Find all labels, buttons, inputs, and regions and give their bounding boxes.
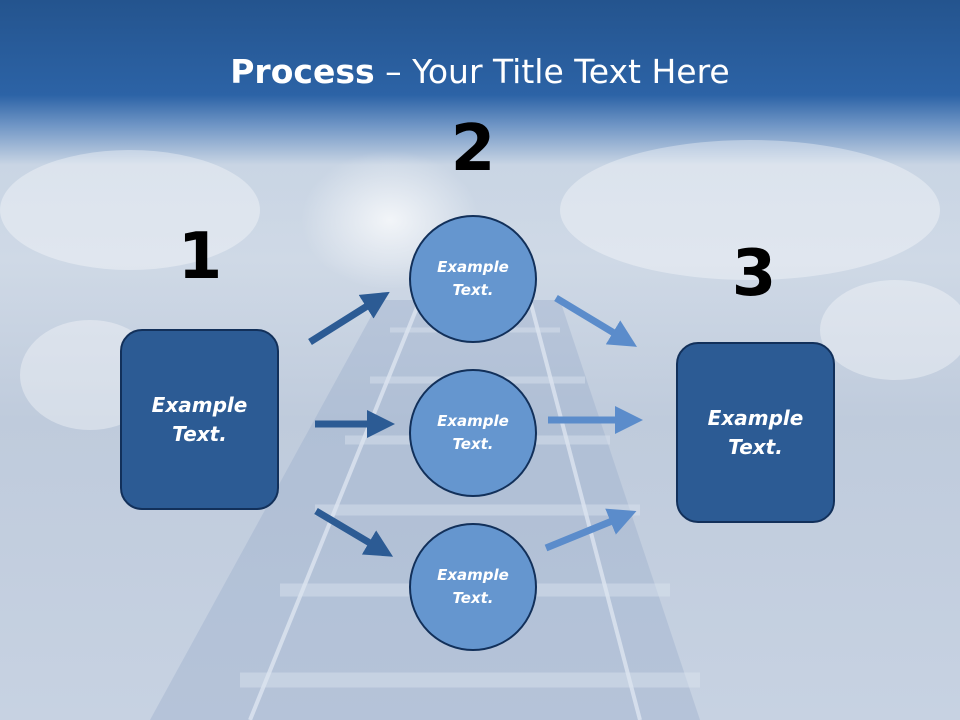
step-3-box[interactable]: Example Text. xyxy=(676,342,835,523)
arrow-top-to-3 xyxy=(554,295,637,347)
slide-title: Process – Your Title Text Here xyxy=(0,52,960,91)
arrow-bottom-to-3 xyxy=(544,508,637,552)
step-3-text: Example Text. xyxy=(707,405,804,459)
title-rest: – Your Title Text Here xyxy=(374,52,730,91)
step-2-circle-middle[interactable]: Example Text. xyxy=(409,369,537,497)
arrow-1-to-bottom xyxy=(314,507,394,557)
title-bold: Process xyxy=(230,52,375,91)
step-2-bottom-text: Example Text. xyxy=(437,566,509,607)
step-2-middle-text: Example Text. xyxy=(437,412,509,453)
step-2-circle-top[interactable]: Example Text. xyxy=(409,215,537,343)
cloud xyxy=(560,140,940,280)
step-number-2: 2 xyxy=(450,112,496,186)
step-1-box[interactable]: Example Text. xyxy=(120,329,279,510)
step-number-3: 3 xyxy=(731,237,777,311)
cloud xyxy=(820,280,960,380)
step-number-1: 1 xyxy=(177,220,223,294)
step-2-top-text: Example Text. xyxy=(437,258,509,299)
step-1-text: Example Text. xyxy=(151,392,248,446)
cloud xyxy=(0,150,260,270)
step-2-circle-bottom[interactable]: Example Text. xyxy=(409,523,537,651)
arrow-1-to-top xyxy=(308,291,390,345)
